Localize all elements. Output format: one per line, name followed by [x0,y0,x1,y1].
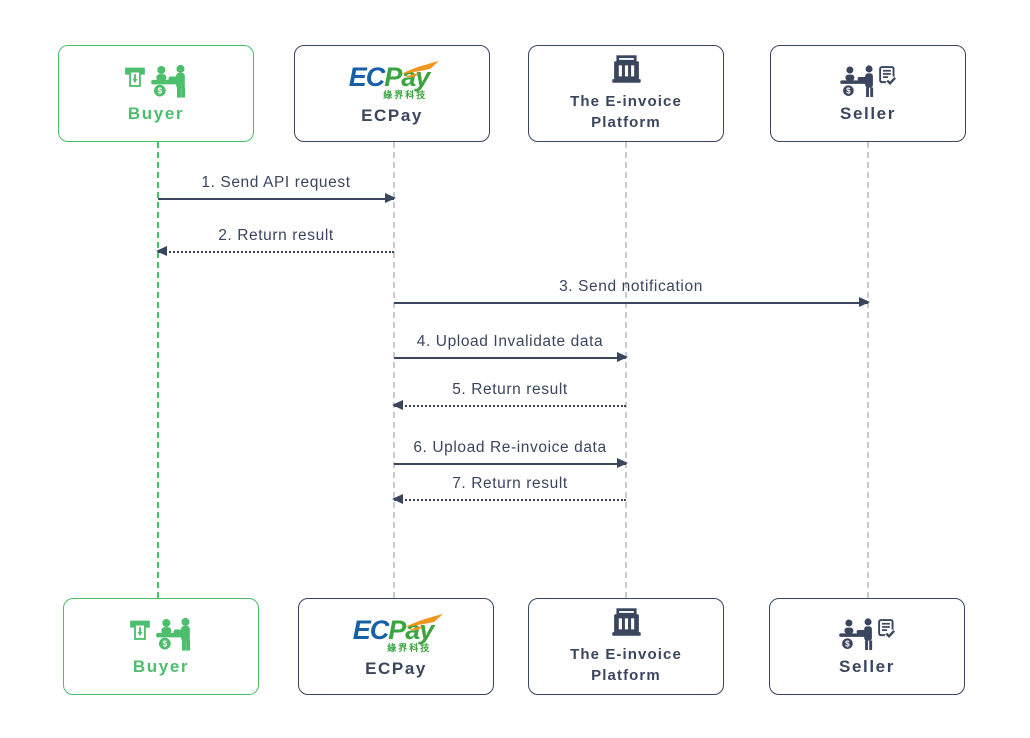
message-7: 7. Return result [392,473,626,504]
svg-text:$: $ [846,86,851,95]
message-3: 3. Send notification [394,276,870,307]
actor-ecpay-bottom: ECPay 綠界科技 ECPay [298,598,494,695]
bank-icon [610,54,643,84]
lifeline-buyer [157,142,159,598]
actor-ecpay-top: ECPay 綠界科技 ECPay [294,45,490,142]
seller-counter-invoice-icon: $ [840,65,897,98]
message-1: 1. Send API request [158,172,396,203]
arrowhead-left-icon [392,494,403,504]
message-4: 4. Upload Invalidate data [394,331,628,362]
actor-label-buyer: Buyer [127,104,185,123]
message-arrow-line [394,297,870,307]
actor-seller-bottom: $ Seller [769,598,965,695]
message-label: 6. Upload Re-invoice data [413,439,607,456]
actor-label-buyer: Buyer [132,657,190,676]
message-arrow-line [158,193,396,203]
svg-text:$: $ [845,639,850,648]
svg-text:$: $ [163,639,168,648]
message-label: 7. Return result [452,475,568,492]
actor-label-ecpay: ECPay [365,658,427,678]
ecpay-wordmark: ECPay [353,613,444,644]
buyer-atm-counter-icon: $ [130,617,192,651]
message-label: 3. Send notification [559,278,703,295]
message-label: 4. Upload Invalidate data [416,333,604,350]
lifeline-seller [867,142,869,598]
message-6: 6. Upload Re-invoice data [394,437,628,468]
arrowhead-right-icon [617,352,628,362]
message-arrow-line [394,352,628,362]
ecpay-logo-subtext: 綠界科技 [387,642,432,653]
bank-icon [610,607,643,637]
message-5: 5. Return result [392,379,626,410]
lifeline-einvoice-platform [625,142,627,598]
actor-label-seller: Seller [840,104,896,123]
message-label: 5. Return result [452,381,568,398]
arrowhead-right-icon [617,458,628,468]
arrowhead-right-icon [385,193,396,203]
actor-seller-top: $ Seller [770,45,966,142]
message-label: 1. Send API request [201,174,351,191]
arrowhead-left-icon [156,246,167,256]
message-arrow-line [156,246,394,256]
buyer-atm-counter-icon: $ [125,64,187,98]
actor-label-ecpay: ECPay [361,105,423,125]
ecpay-wordmark: ECPay [349,60,440,91]
seller-counter-invoice-icon: $ [839,618,896,651]
message-2: 2. Return result [156,225,394,256]
message-label: 2. Return result [218,227,334,244]
arrowhead-left-icon [392,400,403,410]
ecpay-logo-subtext: 綠界科技 [383,89,428,100]
message-arrow-line [394,458,628,468]
lifeline-ecpay [393,142,395,598]
ecpay-logo: ECPay 綠界科技 [349,60,440,100]
message-arrow-line [392,494,626,504]
ecpay-logo: ECPay 綠界科技 [353,613,444,653]
message-arrow-line [392,400,626,410]
svg-text:$: $ [158,86,163,95]
actor-label-seller: Seller [839,657,895,676]
actor-buyer-top: $ Buyer [58,45,254,142]
arrowhead-right-icon [859,297,870,307]
actor-buyer-bottom: $ Buyer [63,598,259,695]
